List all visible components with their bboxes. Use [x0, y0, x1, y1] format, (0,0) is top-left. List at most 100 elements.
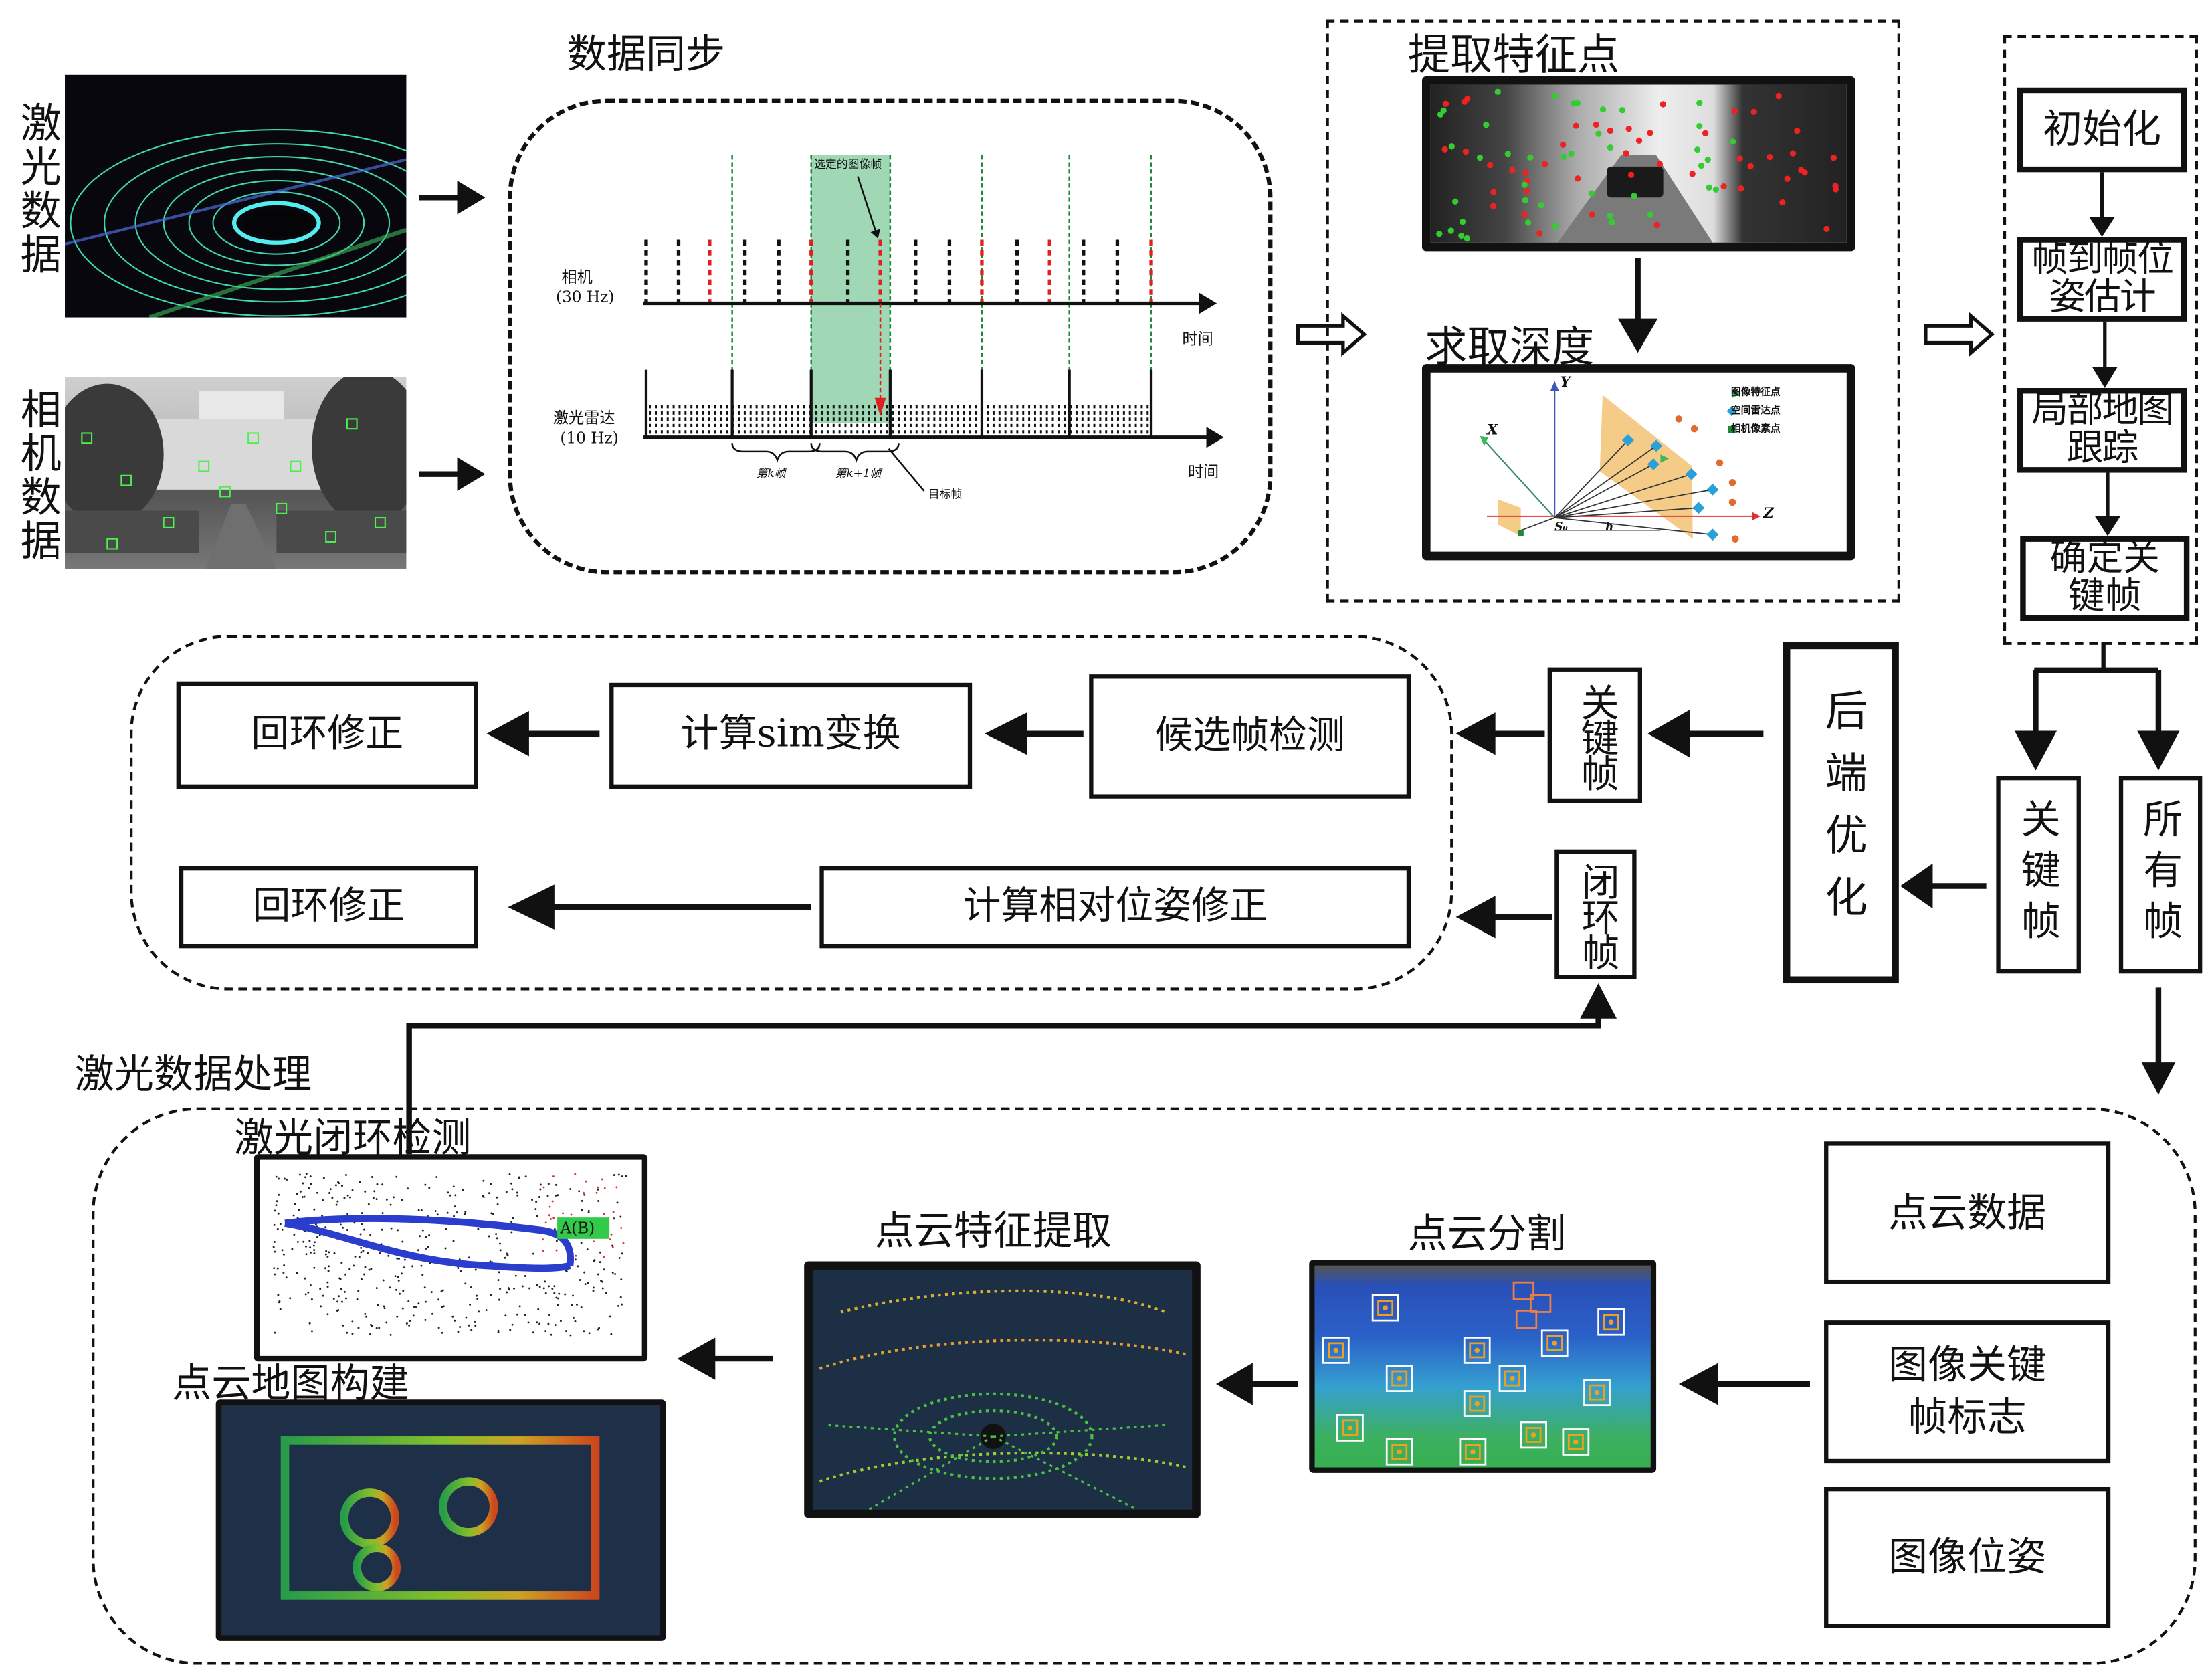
lidar-sample-dot [690, 417, 693, 421]
scan-point [621, 1252, 623, 1255]
scan-point [499, 1242, 502, 1245]
lidar-sample-dot [856, 423, 859, 427]
lidar-sample-dot [1022, 405, 1025, 409]
feature-point [1801, 169, 1808, 176]
scan-point [584, 1283, 587, 1286]
axis-z-label: Z [1763, 506, 1774, 522]
scan-point [430, 1291, 433, 1294]
scan-point [329, 1188, 332, 1191]
lidar-sample-dot [880, 417, 882, 421]
lidar-sample-dot [660, 430, 663, 434]
scan-point [586, 1248, 589, 1251]
scan-point [620, 1226, 623, 1229]
map-pointcloud-graphic [278, 1436, 631, 1618]
lidar-sample-dot [1045, 411, 1048, 415]
scan-point [578, 1190, 581, 1193]
pc-segment-image [1309, 1260, 1657, 1473]
lidar-sample-dot [1004, 423, 1007, 427]
scan-point [437, 1298, 440, 1301]
segment-box-outer [1463, 1390, 1491, 1417]
feature-point [1436, 230, 1443, 237]
segment-box-inner [1391, 1370, 1408, 1387]
lidar-sample-dot [1081, 405, 1084, 409]
scan-point [597, 1273, 599, 1276]
lidar-sample-dot [726, 411, 728, 415]
lidar-sample-dot [732, 405, 734, 409]
scan-point [343, 1290, 346, 1293]
scan-point [363, 1273, 365, 1276]
lidar-sample-dot [702, 430, 704, 434]
lidar-sample-dot [785, 405, 787, 409]
lidar-sample-dot [1087, 423, 1090, 427]
lidar-sample-dot [660, 411, 663, 415]
selected-window [811, 155, 890, 423]
scan-point [283, 1264, 286, 1266]
scan-point [348, 1268, 351, 1270]
scan-point [397, 1276, 399, 1278]
scan-point [601, 1287, 604, 1290]
scan-point [490, 1212, 493, 1215]
feature-point [1689, 171, 1696, 177]
lidar-sample-dot [1058, 423, 1060, 427]
feature-point [1789, 150, 1797, 157]
scan-point [389, 1333, 392, 1336]
lidar-sample-dot [1081, 423, 1084, 427]
lidar-sample-dot [969, 417, 971, 421]
scan-point [383, 1305, 385, 1308]
scan-point [617, 1304, 619, 1307]
sync-region [508, 98, 1273, 575]
lidar-sample-dot [1140, 430, 1143, 434]
scan-point [464, 1213, 466, 1215]
lidar-sample-dot [844, 430, 847, 434]
lidar-sample-dot [904, 405, 906, 409]
scan-point [304, 1293, 307, 1296]
lidar-scan-dots [649, 405, 1149, 434]
scan-point [449, 1194, 451, 1197]
lidar-sample-dot [1122, 423, 1125, 427]
lidar-sample-dot [927, 411, 930, 415]
scan-point [434, 1210, 437, 1213]
lidar-sample-dot [838, 417, 841, 421]
scan-point [425, 1247, 427, 1250]
scan-point [444, 1247, 447, 1250]
lidar-sample-dot [761, 430, 764, 434]
feature-point [1462, 148, 1470, 155]
map-build-image [215, 1399, 666, 1641]
lidar-sample-dot [660, 405, 663, 409]
lidar-sample-dot [1028, 430, 1031, 434]
feature-points-graphic [1436, 88, 1839, 243]
lidar-sample-dot [1070, 405, 1072, 409]
scan-point [364, 1312, 367, 1315]
lidar-sample-dot [1093, 423, 1096, 427]
backend-optimization-box: 后端优化 [1783, 642, 1899, 984]
segment-center [1530, 1432, 1536, 1438]
feature-point [1698, 162, 1705, 169]
lidar-sample-dot [791, 411, 793, 415]
lidar-sample-dot [945, 423, 948, 427]
scan-point [424, 1318, 427, 1321]
scan-point [345, 1174, 347, 1176]
lidar-sample-dot [678, 405, 681, 409]
scan-point [351, 1189, 354, 1191]
scan-point [588, 1332, 591, 1335]
depth-geometry-graphic [1480, 381, 1761, 543]
scan-point [570, 1213, 573, 1216]
scan-point [625, 1175, 627, 1177]
lidar-sample-dot [945, 405, 948, 409]
scan-point [341, 1300, 344, 1303]
lidar-sample-dot [868, 423, 870, 427]
scan-point [601, 1178, 603, 1181]
lidar-sample-dot [1105, 423, 1108, 427]
scan-point [510, 1182, 512, 1185]
scan-point [518, 1177, 520, 1179]
lidar-sample-dot [726, 405, 728, 409]
scan-point [396, 1315, 399, 1318]
feature-point [1447, 227, 1454, 234]
scan-point [285, 1276, 288, 1279]
loop-correction-box-1: 回环修正 [176, 681, 478, 789]
scan-point [516, 1313, 518, 1316]
segment-box-inner [1469, 1395, 1486, 1412]
lidar-sample-dot [702, 417, 704, 421]
scan-point [339, 1223, 342, 1226]
lidar-sample-dot [1010, 417, 1013, 421]
